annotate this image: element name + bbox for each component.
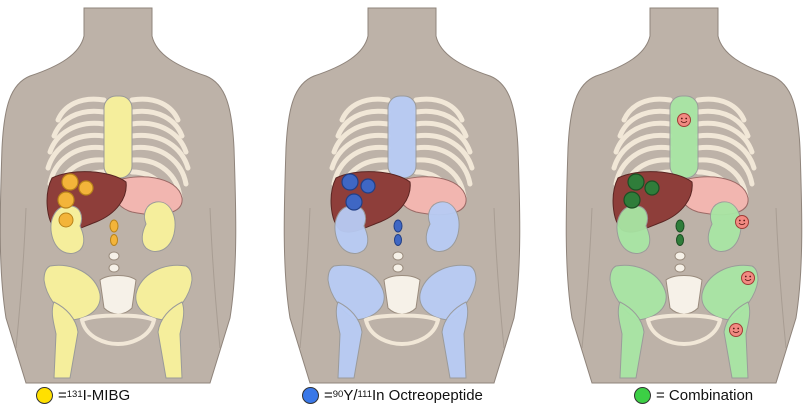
sternum xyxy=(104,96,132,178)
liver-lesion xyxy=(361,179,375,193)
liver-lesion xyxy=(628,174,644,190)
liver-lesion xyxy=(59,213,73,227)
legend-octreo-eq: = xyxy=(324,387,333,404)
liver-lesion xyxy=(62,174,78,190)
legend-octreo-sup1: 90 xyxy=(333,389,344,400)
liver-lesion xyxy=(79,181,93,195)
sternum xyxy=(388,96,416,178)
sacrum xyxy=(100,276,136,315)
figure-combination xyxy=(566,8,802,383)
legend-octreo-sup2: 111 xyxy=(358,389,372,400)
smiley-face-icon xyxy=(736,216,749,229)
smiley-face-icon xyxy=(730,324,743,337)
legend-combination: = Combination xyxy=(634,384,753,406)
legend-combo-text: = Combination xyxy=(656,387,753,404)
liver-lesion xyxy=(624,192,640,208)
smiley-face-icon xyxy=(678,114,691,127)
green-dot-icon xyxy=(634,387,651,404)
legend-octreo-mid: Y/ xyxy=(343,387,357,404)
blue-dot-icon xyxy=(302,387,319,404)
liver-lesion xyxy=(58,192,74,208)
figure-octreopeptide xyxy=(284,8,520,383)
liver-lesion xyxy=(342,174,358,190)
smiley-face-icon xyxy=(742,272,755,285)
yellow-dot-icon xyxy=(36,387,53,404)
sternum xyxy=(670,96,698,178)
liver-lesion xyxy=(645,181,659,195)
liver-lesion xyxy=(346,194,362,210)
legend-mibg-text: I-MIBG xyxy=(83,387,131,404)
sacrum xyxy=(666,276,702,315)
legend-mibg-eq: = xyxy=(58,387,67,404)
sacrum xyxy=(384,276,420,315)
legend-mibg-sup: 131 xyxy=(67,389,83,400)
legend-octreo-text: In Octreopeptide xyxy=(372,387,483,404)
figure-mibg xyxy=(0,8,236,383)
